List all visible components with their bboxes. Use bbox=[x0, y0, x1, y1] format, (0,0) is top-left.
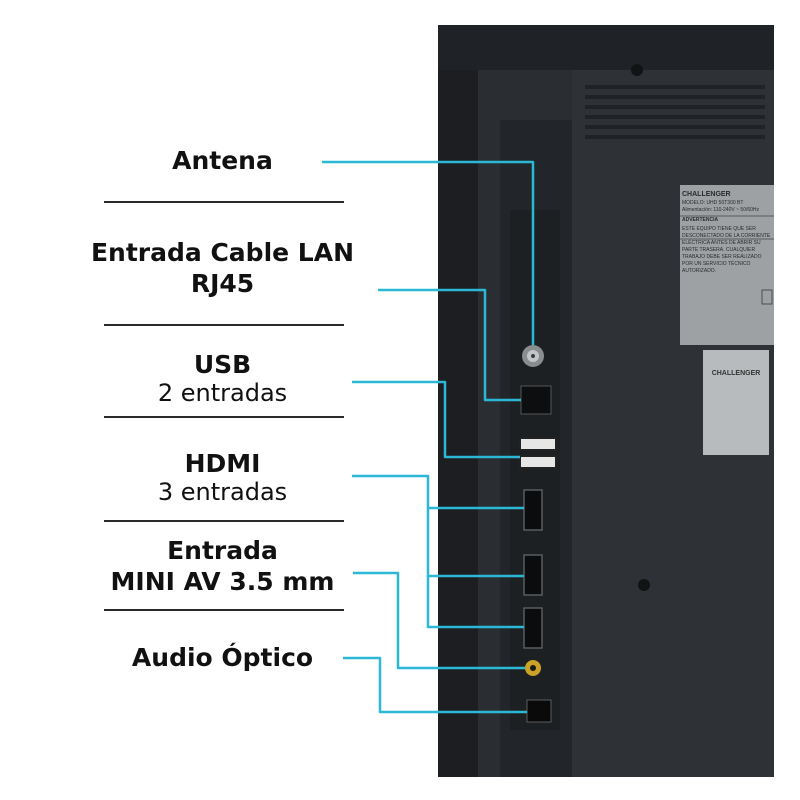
callout-line-hdmi-3 bbox=[426, 576, 524, 629]
callout-line-lan bbox=[378, 288, 521, 402]
lan-port-graphic bbox=[520, 385, 552, 415]
label-optico: Audio Óptico bbox=[40, 642, 405, 673]
separator-4 bbox=[104, 520, 344, 522]
tv-top-bezel bbox=[438, 25, 774, 70]
antenna-port-graphic bbox=[522, 345, 544, 367]
label-usb-title: USB bbox=[193, 350, 252, 379]
usb-port-graphic-1 bbox=[519, 437, 557, 451]
mini-av-jack-graphic bbox=[525, 660, 541, 676]
rating-label bbox=[680, 185, 774, 345]
callout-line-antena bbox=[322, 160, 535, 345]
callout-line-mini-av bbox=[353, 571, 525, 670]
callout-line-optical bbox=[343, 656, 527, 714]
serial-sticker bbox=[703, 350, 769, 455]
screw-hole-top bbox=[631, 64, 643, 76]
brand-logo-text: CHALLENGER bbox=[682, 191, 731, 198]
callout-line-hdmi-1 bbox=[352, 474, 524, 510]
separator-3 bbox=[104, 416, 344, 418]
sticker-logo-text: CHALLENGER bbox=[711, 370, 761, 377]
separator-1 bbox=[104, 201, 344, 203]
separator-5 bbox=[104, 609, 344, 611]
separator-2 bbox=[104, 324, 344, 326]
label-antena: Antena bbox=[40, 145, 405, 176]
vent-grille bbox=[585, 85, 765, 139]
label-mini-av-title2: MINI AV 3.5 mm bbox=[110, 567, 335, 596]
label-hdmi-title: HDMI bbox=[184, 449, 261, 478]
label-antena-title: Antena bbox=[172, 146, 273, 175]
label-line-power: Alimentación: 110-240V ~ 50/60Hz bbox=[682, 207, 760, 213]
label-usb-subtitle: 2 entradas bbox=[157, 379, 288, 407]
screw-hole-mid bbox=[638, 579, 650, 591]
label-line-model: MODELO: UHD 50T300 BT bbox=[682, 200, 744, 206]
label-hdmi: HDMI 3 entradas bbox=[40, 448, 405, 505]
hdmi-port-graphic-1 bbox=[523, 489, 543, 531]
label-optico-title: Audio Óptico bbox=[131, 643, 314, 672]
usb-port-graphic-2 bbox=[519, 455, 557, 469]
label-mini-av-title: Entrada bbox=[167, 536, 278, 565]
label-hdmi-subtitle: 3 entradas bbox=[157, 478, 288, 506]
callout-line-usb bbox=[352, 380, 520, 459]
label-warning-text: ESTE EQUIPO TIENE QUE SER DESCONECTADO D… bbox=[682, 226, 771, 274]
label-lan: Entrada Cable LAN RJ45 bbox=[40, 237, 405, 299]
label-usb: USB 2 entradas bbox=[40, 349, 405, 406]
rating-label-text: CHALLENGER MODELO: UHD 50T300 BT Aliment… bbox=[682, 190, 772, 340]
label-lan-title2: RJ45 bbox=[190, 269, 255, 298]
label-lan-title: Entrada Cable LAN bbox=[90, 238, 355, 267]
label-line-warning: ADVERTENCIA bbox=[682, 217, 719, 223]
label-mini-av: Entrada MINI AV 3.5 mm bbox=[40, 535, 405, 597]
